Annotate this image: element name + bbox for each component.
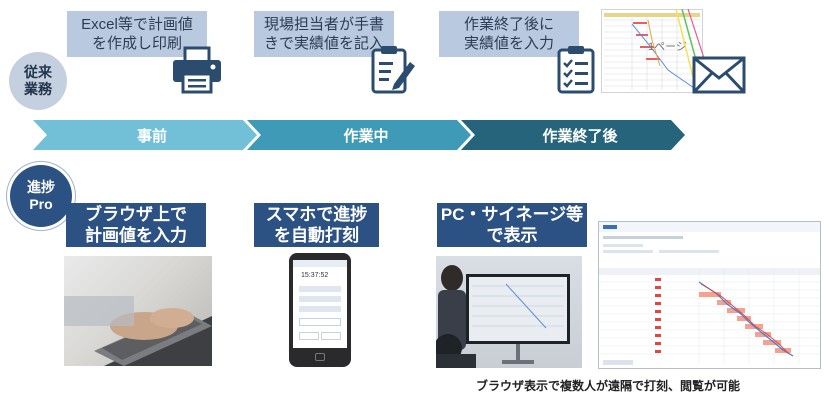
phone-row xyxy=(299,318,341,326)
phone-row xyxy=(299,296,341,302)
legacy-label-circle: 従来 業務 xyxy=(9,52,67,110)
signage-photo xyxy=(436,256,582,368)
phase-label-during: 作業中 xyxy=(343,127,389,145)
checklist-icon xyxy=(557,46,595,94)
phase-label-after: 作業終了後 xyxy=(542,127,618,145)
paper-page-label: 1ページ xyxy=(648,41,687,53)
phone-row xyxy=(299,332,319,340)
legacy-step-2: 現場担当者が手書 きで実績値を記入 xyxy=(254,11,394,57)
laptop-typing-photo xyxy=(64,256,212,366)
legacy-step-1: Excel等で計画値 を作成し印刷 xyxy=(67,11,207,57)
clipboard-pen-icon xyxy=(371,46,415,94)
dashboard-gantt xyxy=(599,222,820,365)
phone-row xyxy=(299,286,341,292)
dashboard-screenshot xyxy=(598,221,821,369)
phase-label-before: 事前 xyxy=(136,127,167,145)
phone-screen: 15:37:52 xyxy=(293,260,347,348)
phone-row xyxy=(321,332,341,340)
paper-schedule-grid xyxy=(604,13,700,90)
phone-home-button xyxy=(315,353,325,361)
pro-feature-2: スマホで進捗 を自動打刻 xyxy=(254,203,379,247)
pro-feature-1: ブラウザ上で 計画値を入力 xyxy=(66,203,206,247)
pro-caption: ブラウザ表示で複数人が遠隔で打刻、閲覧が可能 xyxy=(476,379,741,393)
phone-app-header xyxy=(293,260,347,267)
printer-icon xyxy=(173,46,221,94)
phone-row xyxy=(299,306,341,312)
pro-feature-3: PC・サイネージ等 で表示 xyxy=(437,203,587,247)
phase-arrows xyxy=(33,120,685,150)
pro-label-circle: 進捗 Pro xyxy=(10,165,72,227)
phone-time: 15:37:52 xyxy=(301,272,329,279)
smartphone: 15:37:52 xyxy=(289,253,351,367)
legacy-step-3: 作業終了後に 実績値を入力 xyxy=(439,11,579,57)
envelope-icon xyxy=(692,56,746,94)
